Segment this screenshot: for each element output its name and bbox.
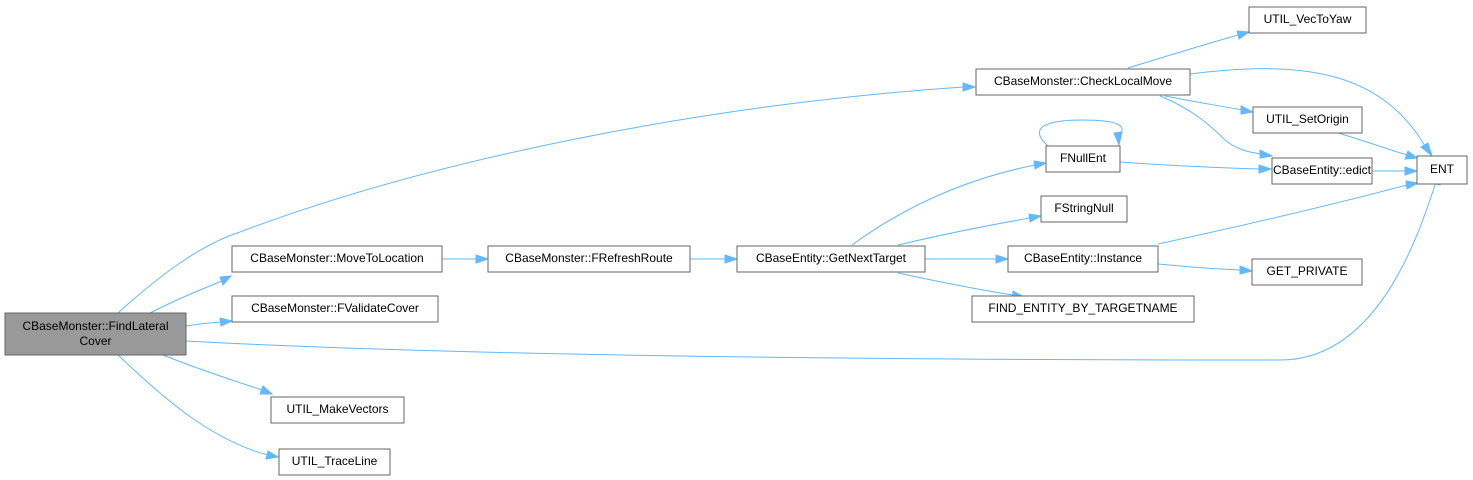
- node-f-validate-cover[interactable]: CBaseMonster::FValidateCover: [231, 295, 439, 323]
- node-cbase-entity-edict-label: CBaseEntity::edict: [1273, 163, 1372, 177]
- node-f-null-ent[interactable]: FNullEnt: [1045, 145, 1121, 173]
- node-util-set-origin[interactable]: UTIL_SetOrigin: [1252, 106, 1363, 134]
- edge-getnexttarget-to-fstringnull: [897, 213, 1043, 246]
- edge-findlateralcover-to-makevectors: [162, 354, 274, 395]
- node-f-refresh-route-label: CBaseMonster::FRefreshRoute: [505, 251, 673, 265]
- edge-checklocalmove-to-setorigin: [1164, 95, 1255, 115]
- node-get-private[interactable]: GET_PRIVATE: [1251, 258, 1363, 286]
- edges: [117, 30, 1441, 460]
- node-check-local-move-label: CBaseMonster::CheckLocalMove: [994, 74, 1172, 88]
- node-get-private-label: GET_PRIVATE: [1267, 264, 1348, 278]
- node-util-trace-line-label: UTIL_TraceLine: [292, 454, 378, 468]
- edge-movetolocation-to-frefreshroute: [442, 254, 490, 264]
- edge-fnullent-to-edict: [1119, 161, 1273, 174]
- edge-checklocalmove-to-ent: [1189, 68, 1433, 158]
- edge-setorigin-to-ent: [1337, 132, 1419, 160]
- node-get-next-target[interactable]: CBaseEntity::GetNextTarget: [736, 245, 926, 273]
- node-util-vec-to-yaw-label: UTIL_VecToYaw: [1264, 12, 1352, 26]
- node-find-lateral-cover-label-line2: Cover: [79, 334, 111, 348]
- node-check-local-move[interactable]: CBaseMonster::CheckLocalMove: [975, 68, 1191, 96]
- node-f-string-null-label: FStringNull: [1054, 201, 1113, 215]
- edge-findlateralcover-to-traceline: [117, 354, 280, 460]
- node-move-to-location[interactable]: CBaseMonster::MoveToLocation: [231, 245, 443, 273]
- node-f-string-null[interactable]: FStringNull: [1040, 195, 1128, 223]
- node-f-refresh-route[interactable]: CBaseMonster::FRefreshRoute: [487, 245, 691, 273]
- node-cbase-entity-edict[interactable]: CBaseEntity::edict: [1271, 157, 1373, 185]
- node-find-entity-by-targetname[interactable]: FIND_ENTITY_BY_TARGETNAME: [971, 295, 1195, 323]
- node-cbase-entity-instance[interactable]: CBaseEntity::Instance: [1007, 245, 1159, 273]
- edge-instance-to-getprivate: [1157, 263, 1254, 275]
- edge-checklocalmove-to-edict: [1159, 95, 1274, 159]
- edge-fnullent-self-loop: [1038, 119, 1123, 147]
- edge-frefreshroute-to-getnexttarget: [690, 254, 739, 264]
- node-util-vec-to-yaw[interactable]: UTIL_VecToYaw: [1248, 6, 1367, 34]
- edge-findlateralcover-to-movetolocation: [149, 275, 233, 314]
- node-find-entity-by-targetname-label: FIND_ENTITY_BY_TARGETNAME: [988, 301, 1177, 315]
- node-util-trace-line[interactable]: UTIL_TraceLine: [278, 448, 391, 476]
- node-f-validate-cover-label: CBaseMonster::FValidateCover: [251, 301, 419, 315]
- node-f-null-ent-label: FNullEnt: [1060, 151, 1107, 165]
- node-ent-label: ENT: [1430, 162, 1455, 176]
- edge-getnexttarget-to-instance: [925, 254, 1010, 264]
- node-util-set-origin-label: UTIL_SetOrigin: [1266, 112, 1349, 126]
- node-util-make-vectors-label: UTIL_MakeVectors: [286, 402, 388, 416]
- node-get-next-target-label: CBaseEntity::GetNextTarget: [756, 251, 907, 265]
- node-ent[interactable]: ENT: [1416, 155, 1468, 185]
- node-cbase-entity-instance-label: CBaseEntity::Instance: [1024, 251, 1142, 265]
- edge-findlateralcover-to-fvalidatecover: [185, 317, 234, 327]
- edge-findlateralcover-to-checklocalmove: [117, 82, 977, 314]
- edge-getnexttarget-to-fnullent: [851, 160, 1048, 246]
- node-find-lateral-cover[interactable]: CBaseMonster::FindLateral Cover: [4, 312, 187, 356]
- nodes: CBaseMonster::FindLateral Cover CBaseMon…: [4, 6, 1468, 476]
- node-move-to-location-label: CBaseMonster::MoveToLocation: [250, 251, 423, 265]
- node-util-make-vectors[interactable]: UTIL_MakeVectors: [270, 396, 405, 424]
- edge-getnexttarget-to-findentitybytargetname: [897, 272, 1026, 300]
- edge-edict-to-ent: [1372, 166, 1419, 176]
- edge-checklocalmove-to-vectoyaw: [1127, 30, 1251, 69]
- node-find-lateral-cover-label-line1: CBaseMonster::FindLateral: [22, 319, 168, 333]
- edge-instance-to-ent: [1157, 180, 1420, 245]
